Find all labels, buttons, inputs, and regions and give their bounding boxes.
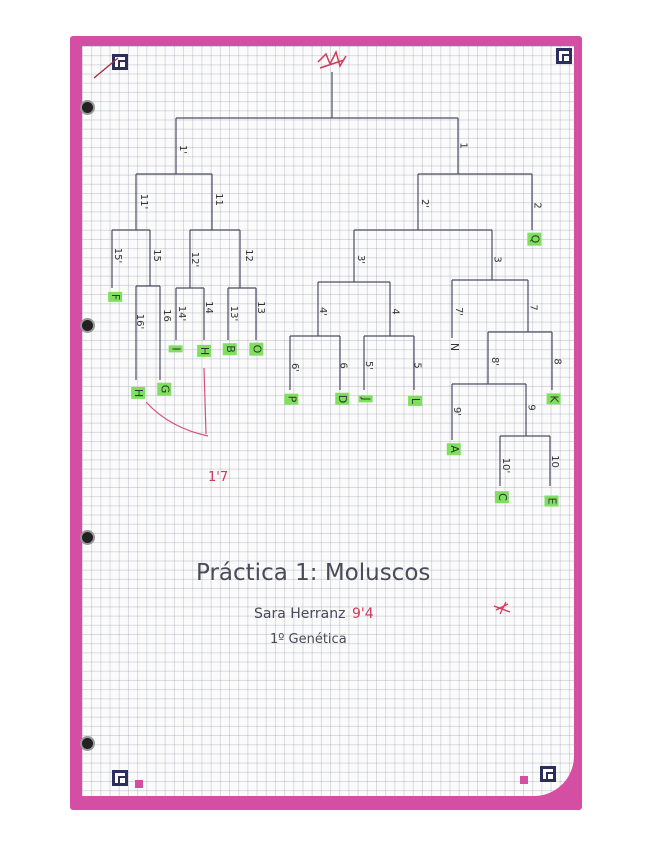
binder-hole (80, 100, 95, 115)
branch-label: 12' (189, 251, 201, 268)
branch-label: 6 (337, 362, 349, 369)
branch-label: 12 (242, 249, 254, 262)
branch-label: 10' (500, 457, 512, 474)
leaf-taxon: H (197, 344, 212, 358)
branch-label: 15' (112, 247, 124, 264)
corner-marker-icon (112, 770, 128, 786)
binder-hole (80, 736, 95, 751)
branch-label: 5' (363, 360, 375, 371)
branch-label: 16 (160, 309, 172, 322)
pink-square (135, 780, 143, 788)
branch-label: 14 (202, 301, 214, 314)
binder-hole (80, 318, 95, 333)
branch-label: 10 (548, 455, 560, 468)
corner-marker-icon (540, 766, 556, 782)
branch-label: 3 (491, 256, 503, 263)
branch-label: 6' (289, 362, 301, 373)
leaf-taxon: L (408, 395, 423, 407)
note-score: 1'7 (208, 470, 229, 485)
branch-label: 7 (527, 304, 539, 311)
branch-label: 8 (551, 358, 563, 365)
leaf-taxon: K (546, 393, 561, 405)
branch-label: 9' (451, 406, 463, 417)
branch-label: 1 (457, 142, 469, 149)
leaf-taxon: I (168, 345, 183, 353)
branch-label: 7' (453, 306, 465, 317)
branch-label: 8' (489, 356, 501, 367)
branch-label: 4' (317, 306, 329, 317)
branch-label: 16' (134, 313, 146, 330)
leaf-taxon: Q (527, 232, 542, 246)
page-title: Práctica 1: Moluscos (196, 560, 431, 586)
branch-label: 15 (150, 249, 162, 262)
corner-marker-icon (556, 48, 572, 64)
leaf-taxon: G (157, 382, 172, 396)
branch-label: 11' (138, 193, 150, 210)
binder-hole (80, 530, 95, 545)
leaf-taxon: F (108, 291, 123, 303)
branch-label: 3' (355, 254, 367, 265)
leaf-taxon: N (448, 342, 462, 352)
leaf-taxon: P (284, 393, 299, 405)
leaf-taxon: O (249, 342, 264, 356)
grade: 9'4 (352, 606, 374, 622)
leaf-taxon: B (222, 343, 237, 355)
leaf-taxon: D (335, 392, 350, 406)
branch-label: 14' (176, 305, 188, 322)
branch-label: 9 (525, 404, 537, 411)
grid-paper (82, 46, 574, 796)
branch-label: 4 (389, 308, 401, 315)
leaf-taxon: A (446, 443, 461, 455)
leaf-taxon: J (358, 395, 373, 403)
leaf-taxon: E (544, 495, 559, 507)
branch-label: 2 (531, 202, 543, 209)
pink-square (520, 776, 528, 784)
branch-label: 13 (254, 301, 266, 314)
branch-label: 11 (212, 193, 224, 206)
leaf-taxon: C (494, 491, 509, 503)
course-name: 1º Genética (270, 632, 347, 647)
branch-label: 13' (228, 305, 240, 322)
author-name: Sara Herranz (254, 606, 346, 622)
branch-label: 5 (411, 362, 423, 369)
leaf-taxon: H (131, 386, 146, 400)
branch-label: 1' (177, 144, 189, 155)
branch-label: 2' (419, 198, 431, 209)
